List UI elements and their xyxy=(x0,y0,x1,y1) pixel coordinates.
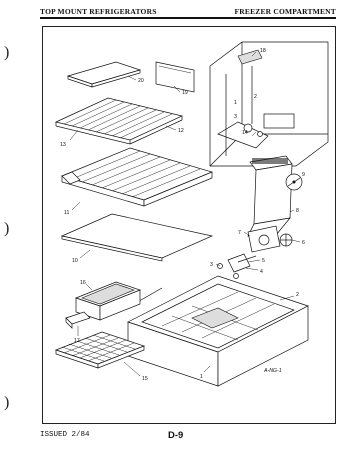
callout-3: 3 xyxy=(210,262,213,268)
callout-13: 13 xyxy=(60,142,66,148)
callout-19: 19 xyxy=(182,90,188,96)
callout-18: 18 xyxy=(260,48,266,54)
callout-5: 5 xyxy=(262,258,265,264)
part-floor-pan xyxy=(127,275,309,387)
part-wire-shelf xyxy=(54,97,184,145)
drawing-stamp: A-NG-1 xyxy=(263,368,282,374)
part-small-shelf xyxy=(66,61,142,88)
callout-12: 12 xyxy=(178,128,184,134)
callout-2: 2 xyxy=(296,292,299,298)
callout-4: 4 xyxy=(260,269,263,275)
callout-labels: 18 20 19 13 12 14 9 11 8 7 6 10 5 4 3 16… xyxy=(60,48,305,382)
callout-8: 8 xyxy=(296,208,299,214)
binder-hole-mark: ) xyxy=(4,220,10,237)
page-number: D-9 xyxy=(168,430,184,441)
callout-15: 15 xyxy=(142,376,148,382)
callout-6: 6 xyxy=(302,240,305,246)
binder-hole-mark: ) xyxy=(4,44,10,61)
exploded-parts-diagram: 18 20 19 13 12 14 9 11 8 7 6 10 5 4 3 16… xyxy=(54,41,329,387)
leader-lines xyxy=(69,51,301,377)
diagram-frame xyxy=(42,26,336,424)
binder-hole-mark: ) xyxy=(4,394,10,411)
callout-14: 14 xyxy=(242,130,248,136)
document-header-right: FREEZER COMPARTMENT xyxy=(234,7,336,16)
subcallout-3: 3 xyxy=(234,114,237,120)
subcallout-2: 2 xyxy=(254,94,257,100)
subcallout-1: 1 xyxy=(234,100,237,106)
part-divider-panel xyxy=(155,61,195,93)
callout-9: 9 xyxy=(302,172,305,178)
callout-16: 16 xyxy=(80,280,86,286)
callout-11: 11 xyxy=(64,210,69,216)
callout-7: 7 xyxy=(238,230,241,236)
callout-17: 17 xyxy=(74,338,80,344)
part-fasteners xyxy=(217,253,257,279)
callout-10: 10 xyxy=(72,258,78,264)
part-cabinet-liner xyxy=(209,41,329,167)
part-ice-tray xyxy=(54,331,146,369)
callout-20: 20 xyxy=(138,78,144,84)
header-rule xyxy=(40,17,336,19)
issued-date: ISSUED 2/84 xyxy=(40,431,90,439)
part-fan-motor xyxy=(247,225,293,253)
callout-1: 1 xyxy=(200,374,203,380)
part-flat-panel xyxy=(60,213,214,262)
document-header-left: TOP MOUNT REFRIGERATORS xyxy=(40,7,157,16)
part-freezer-shelf xyxy=(60,147,214,207)
part-bracket xyxy=(65,311,91,329)
part-ice-bin xyxy=(74,281,142,321)
